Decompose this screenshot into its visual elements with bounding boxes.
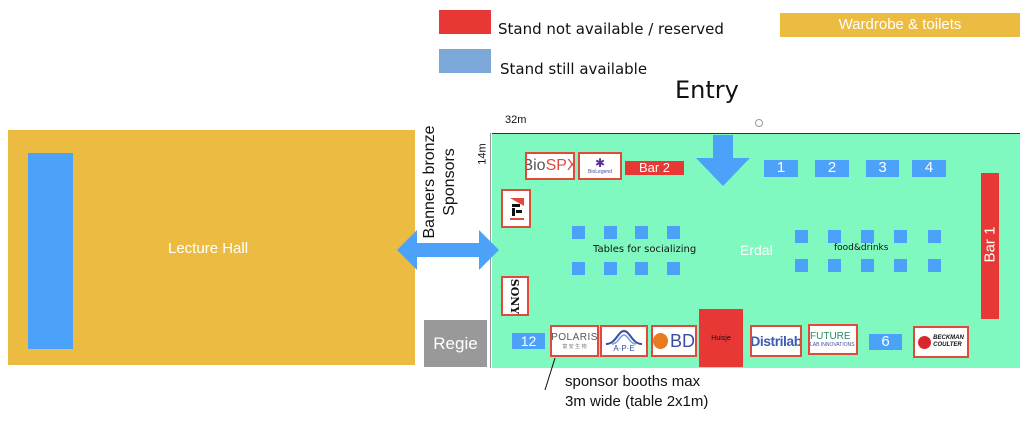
legend-available-swatch: [439, 49, 491, 73]
table: [667, 262, 680, 275]
sponsor-ape[interactable]: A·P·E: [600, 325, 648, 357]
table: [604, 226, 617, 239]
bd-text: BD: [669, 330, 695, 351]
table: [828, 259, 841, 272]
dimension-handle-icon: [755, 119, 763, 127]
stand-6[interactable]: 6: [869, 334, 902, 350]
sponsor-bd[interactable]: BD: [651, 325, 697, 357]
wardrobe-toilets: Wardrobe & toilets: [780, 13, 1020, 37]
sony-text: SONY: [508, 278, 522, 314]
sponsor-polaris[interactable]: POLARIS 富 安 生 物: [550, 325, 599, 357]
banners-text: Banners bronze Sponsors: [421, 125, 458, 239]
sponsor-biospx[interactable]: BioSPX: [525, 152, 575, 180]
beckman-line1: BECKMAN: [933, 335, 964, 341]
stand-2[interactable]: 2: [815, 160, 849, 177]
banners-label: Banners bronze Sponsors: [420, 122, 460, 242]
stand-4[interactable]: 4: [912, 160, 946, 177]
regie: Regie: [424, 320, 487, 367]
table: [928, 230, 941, 243]
table: [795, 259, 808, 272]
entry-label: Entry: [675, 76, 739, 104]
biospx-spx: SPX: [545, 157, 575, 174]
sponsor-beckman-coulter[interactable]: BECKMAN COULTER: [913, 326, 969, 358]
legend-available-label: Stand still available: [500, 60, 648, 78]
stand-1[interactable]: 1: [764, 160, 798, 177]
entry-arrow-icon: [696, 135, 750, 186]
bd-burst-icon: [653, 333, 668, 349]
table: [572, 226, 585, 239]
sponsor-left-logo[interactable]: [501, 189, 531, 228]
note-pointer-line: [544, 357, 556, 391]
lecture-hall: [8, 130, 415, 365]
sponsor-biolegend[interactable]: ✱ BioLegend: [578, 152, 622, 180]
tables-socializing-label: Tables for socializing: [593, 244, 697, 255]
stand-12[interactable]: 12: [512, 333, 545, 349]
table: [635, 262, 648, 275]
double-arrow-icon: [397, 230, 499, 270]
table: [572, 262, 585, 275]
bar-2: Bar 2: [625, 161, 684, 175]
huisje-label: Huisje: [711, 334, 731, 342]
table: [828, 230, 841, 243]
erdal-label: Erdal: [740, 242, 773, 258]
biolegend-figure-icon: ✱: [594, 156, 606, 170]
lecture-hall-label: Lecture Hall: [168, 240, 249, 257]
sponsor-left-logo-icon: [510, 197, 524, 220]
table: [861, 230, 874, 243]
table: [894, 259, 907, 272]
sponsor-sony[interactable]: SONY: [501, 276, 529, 316]
note-line-1: sponsor booths max: [565, 373, 701, 390]
table: [667, 226, 680, 239]
huisje: Huisje: [699, 309, 743, 367]
distrilab-text: Distrilab: [750, 333, 802, 349]
ape-text: A·P·E: [613, 344, 635, 353]
table: [894, 230, 907, 243]
sponsor-booth-note: sponsor booths max 3m wide (table 2x1m): [565, 372, 708, 412]
polaris-name: POLARIS: [551, 332, 598, 343]
sponsor-future-lab[interactable]: FUTURE LAB INNOVATIONS: [808, 324, 858, 355]
beckman-circle-icon: [918, 335, 932, 349]
legend-reserved-label: Stand not available / reserved: [498, 20, 724, 38]
width-label: 32m: [505, 114, 527, 126]
future-text: FUTURE: [810, 331, 851, 342]
polaris-sub: 富 安 生 物: [562, 344, 587, 350]
bar-1-label: Bar 1: [981, 226, 999, 263]
stand-3[interactable]: 3: [866, 160, 899, 177]
table: [635, 226, 648, 239]
table: [795, 230, 808, 243]
ape-wave-icon: [605, 329, 643, 345]
beckman-line2: COULTER: [933, 342, 962, 348]
biolegend-text: BioLegend: [588, 169, 612, 175]
depth-label: 14m: [476, 143, 489, 165]
legend-reserved-swatch: [439, 10, 491, 34]
note-line-2: 3m wide (table 2x1m): [565, 393, 709, 410]
table: [604, 262, 617, 275]
table: [928, 259, 941, 272]
lecture-hall-stage: [28, 153, 73, 349]
biospx-bio: Bio: [527, 157, 546, 174]
bar-1: Bar 1: [981, 173, 999, 319]
sponsor-distrilab[interactable]: Distrilab: [750, 325, 802, 357]
food-drinks-label: food&drinks: [834, 243, 889, 253]
table: [861, 259, 874, 272]
beckman-text: BECKMAN COULTER: [933, 335, 964, 349]
future-sub: LAB INNOVATIONS: [810, 342, 855, 348]
